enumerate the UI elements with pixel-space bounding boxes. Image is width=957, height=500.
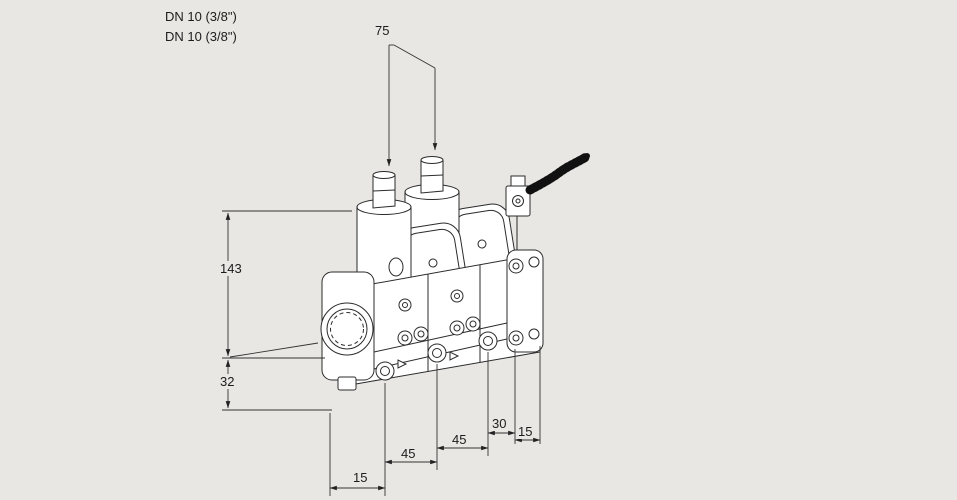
- cable-conduit: [525, 152, 591, 195]
- dimension-75-lines: [386, 44, 438, 167]
- flow-arrow-mark: [397, 359, 408, 369]
- dim-143-label: 143: [219, 261, 243, 276]
- dim-45-left-label: 45: [400, 446, 417, 461]
- dim-32-label: 32: [219, 374, 236, 389]
- valve-assembly: [320, 152, 591, 391]
- extension-lines: [329, 346, 541, 496]
- dim-15-left-label: 15: [352, 470, 369, 485]
- dim-45-right-label: 45: [451, 432, 468, 447]
- dimension-lines: [222, 44, 541, 496]
- body-screws: [375, 256, 540, 381]
- flow-arrow-mark: [449, 351, 460, 361]
- bottom-dimension-lines: [329, 430, 541, 491]
- right-adjustment-cap: [420, 160, 444, 194]
- dim-75-label: 75: [374, 23, 391, 38]
- pipe-port: [320, 302, 374, 356]
- dim-30-label: 30: [491, 416, 508, 431]
- dim-15-right-label: 15: [517, 424, 534, 439]
- pipe-size-label-2: DN 10 (3/8"): [164, 29, 238, 44]
- pipe-size-label-1: DN 10 (3/8"): [164, 9, 238, 24]
- test-nipple: [388, 257, 404, 277]
- left-adjustment-cap: [372, 175, 396, 209]
- cable-connector: [505, 152, 591, 256]
- right-flange: [506, 249, 544, 353]
- dimension-143-lines: [222, 210, 352, 359]
- left-actuator: [356, 171, 412, 292]
- dimension-32-lines: [222, 359, 332, 411]
- valve-body: [320, 249, 544, 391]
